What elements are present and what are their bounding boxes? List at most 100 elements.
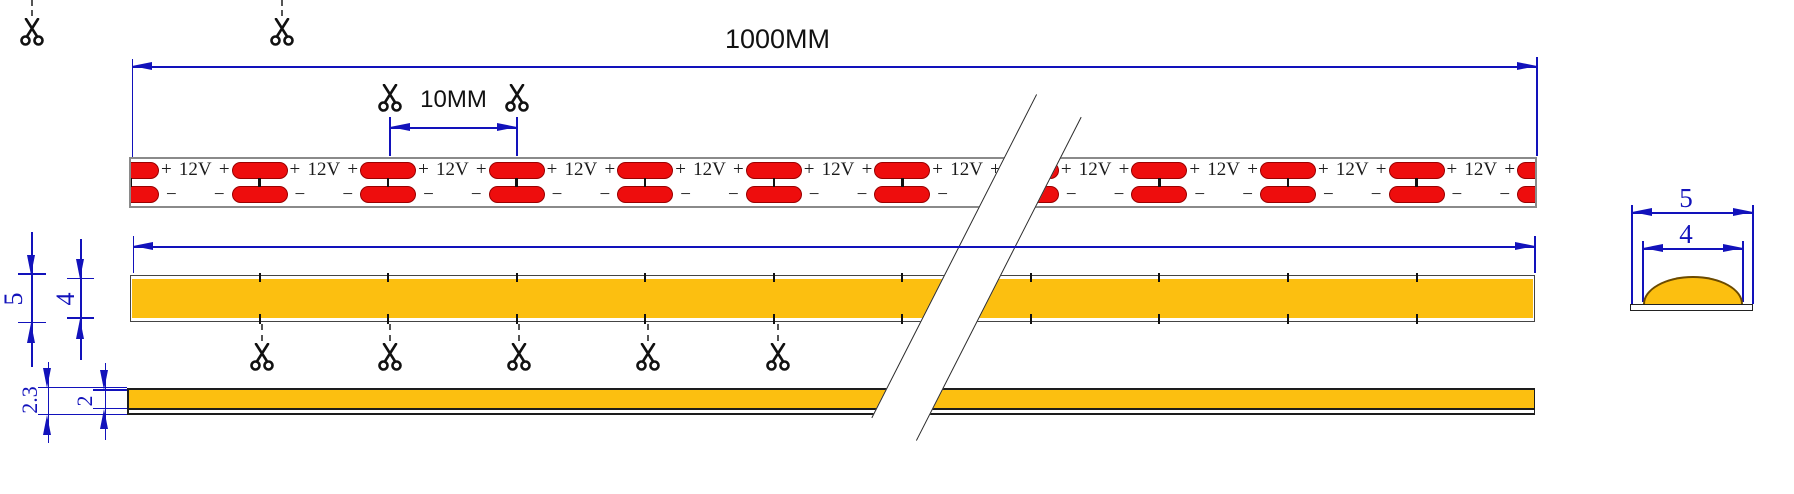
voltage-label: 12V	[179, 160, 212, 179]
voltage-row: +12V+	[290, 160, 359, 179]
voltage-row: +12V+	[1318, 160, 1387, 179]
strip-length-dimension-line	[133, 246, 1535, 248]
polarity-plus-label: +	[675, 160, 686, 179]
solder-pad	[489, 162, 545, 179]
polarity-plus-label: +	[1189, 160, 1200, 179]
polarity-plus-label: +	[418, 160, 429, 179]
circle-shape	[265, 362, 273, 370]
extension-line	[1752, 205, 1754, 304]
solder-pad	[489, 186, 545, 203]
voltage-row: +12V+	[418, 160, 487, 179]
phosphor-dome-cross-section	[1643, 276, 1743, 304]
pad-connector	[901, 178, 904, 187]
polarity-minus-label: −	[471, 185, 482, 204]
polarity-minus-label: −	[1371, 185, 1382, 204]
scissors-icon	[249, 343, 275, 373]
led-strip-top-view: +12V+−−+12V+−−+12V+−−+12V+−−+12V+−−+12V+…	[129, 157, 1537, 208]
polarity-plus-label: +	[804, 160, 815, 179]
cut-mark-tick	[901, 314, 903, 324]
pad-connector	[515, 178, 518, 187]
scissors-icon	[506, 343, 532, 373]
strip-inner-width-label: 4	[53, 286, 79, 312]
polarity-plus-label: +	[547, 160, 558, 179]
cut-mark-tick	[259, 273, 261, 282]
polarity-plus-label: +	[1318, 160, 1329, 179]
ground-row: −−	[1189, 185, 1258, 204]
svg-shape	[504, 84, 530, 114]
circle-shape	[380, 103, 388, 111]
total-length-label: 1000MM	[695, 24, 860, 55]
pad-connector	[773, 178, 776, 187]
dimension-arrow-right	[1517, 62, 1537, 70]
cut-dashed-line	[518, 324, 520, 341]
scissors-icon	[765, 343, 791, 373]
cut-mark-tick	[644, 273, 646, 282]
solder-pad	[746, 162, 802, 179]
strip-outer-width-label: 5	[1, 286, 27, 312]
voltage-label: 12V	[693, 160, 726, 179]
circle-shape	[35, 37, 43, 45]
cut-mark-tick	[516, 314, 518, 324]
pad-connector	[130, 178, 133, 187]
solder-pad	[617, 186, 673, 203]
polarity-minus-label: −	[1323, 185, 1334, 204]
dimension-arrow-up	[43, 415, 51, 435]
voltage-label: 12V	[1464, 160, 1497, 179]
dimension-arrow-right	[497, 123, 517, 131]
cut-dashed-line	[389, 324, 391, 341]
scissors-icon	[377, 343, 403, 373]
solder-pad	[874, 186, 930, 203]
voltage-label: 12V	[307, 160, 340, 179]
extension-line	[67, 317, 94, 319]
cut-mark-tick	[1287, 273, 1289, 282]
side-view-right-cap	[1534, 388, 1536, 415]
polarity-plus-label: +	[932, 160, 943, 179]
cut-mark-tick	[516, 273, 518, 282]
svg-shape	[269, 18, 295, 48]
polarity-minus-label: −	[857, 185, 868, 204]
section-outer-width-label: 5	[1672, 185, 1700, 212]
polarity-minus-label: −	[1452, 185, 1463, 204]
extension-line	[1642, 241, 1644, 302]
cut-mark-tick	[1030, 314, 1032, 324]
extension-line	[132, 59, 134, 157]
voltage-row: +12V+	[675, 160, 744, 179]
scissors-icon	[19, 18, 45, 48]
svg-shape	[765, 343, 791, 373]
cut-mark-tick	[773, 273, 775, 282]
dimension-line	[31, 232, 33, 367]
solder-pad	[232, 162, 288, 179]
circle-shape	[768, 362, 776, 370]
extension-line	[389, 117, 391, 156]
extension-line	[516, 117, 518, 156]
cob-led-surface	[132, 279, 1533, 318]
circle-shape	[22, 37, 30, 45]
pad-connector	[644, 178, 647, 187]
polarity-minus-label: −	[342, 185, 353, 204]
circle-shape	[272, 37, 280, 45]
extension-line	[93, 389, 127, 391]
voltage-row: +12V+	[804, 160, 873, 179]
cut-dashed-line	[261, 324, 263, 341]
total-length-dimension-line	[132, 66, 1537, 68]
polarity-minus-label: −	[166, 185, 177, 204]
solder-pad	[1517, 186, 1537, 203]
polarity-minus-label: −	[552, 185, 563, 204]
pcb-strip-top-view	[130, 275, 1535, 322]
circle-shape	[651, 362, 659, 370]
voltage-label: 12V	[950, 160, 983, 179]
solder-pad	[874, 162, 930, 179]
ground-row: −−	[804, 185, 873, 204]
circle-shape	[520, 103, 528, 111]
pcb-base-cross-section	[1630, 304, 1753, 311]
ground-row: −−	[161, 185, 230, 204]
polarity-plus-label: +	[862, 160, 873, 179]
voltage-label: 12V	[1336, 160, 1369, 179]
solder-pad	[746, 186, 802, 203]
scissors-icon	[504, 84, 530, 114]
polarity-plus-label: +	[347, 160, 358, 179]
solder-pad	[129, 162, 159, 179]
polarity-plus-label: +	[1119, 160, 1130, 179]
polarity-plus-label: +	[1247, 160, 1258, 179]
extension-line	[1536, 57, 1538, 156]
